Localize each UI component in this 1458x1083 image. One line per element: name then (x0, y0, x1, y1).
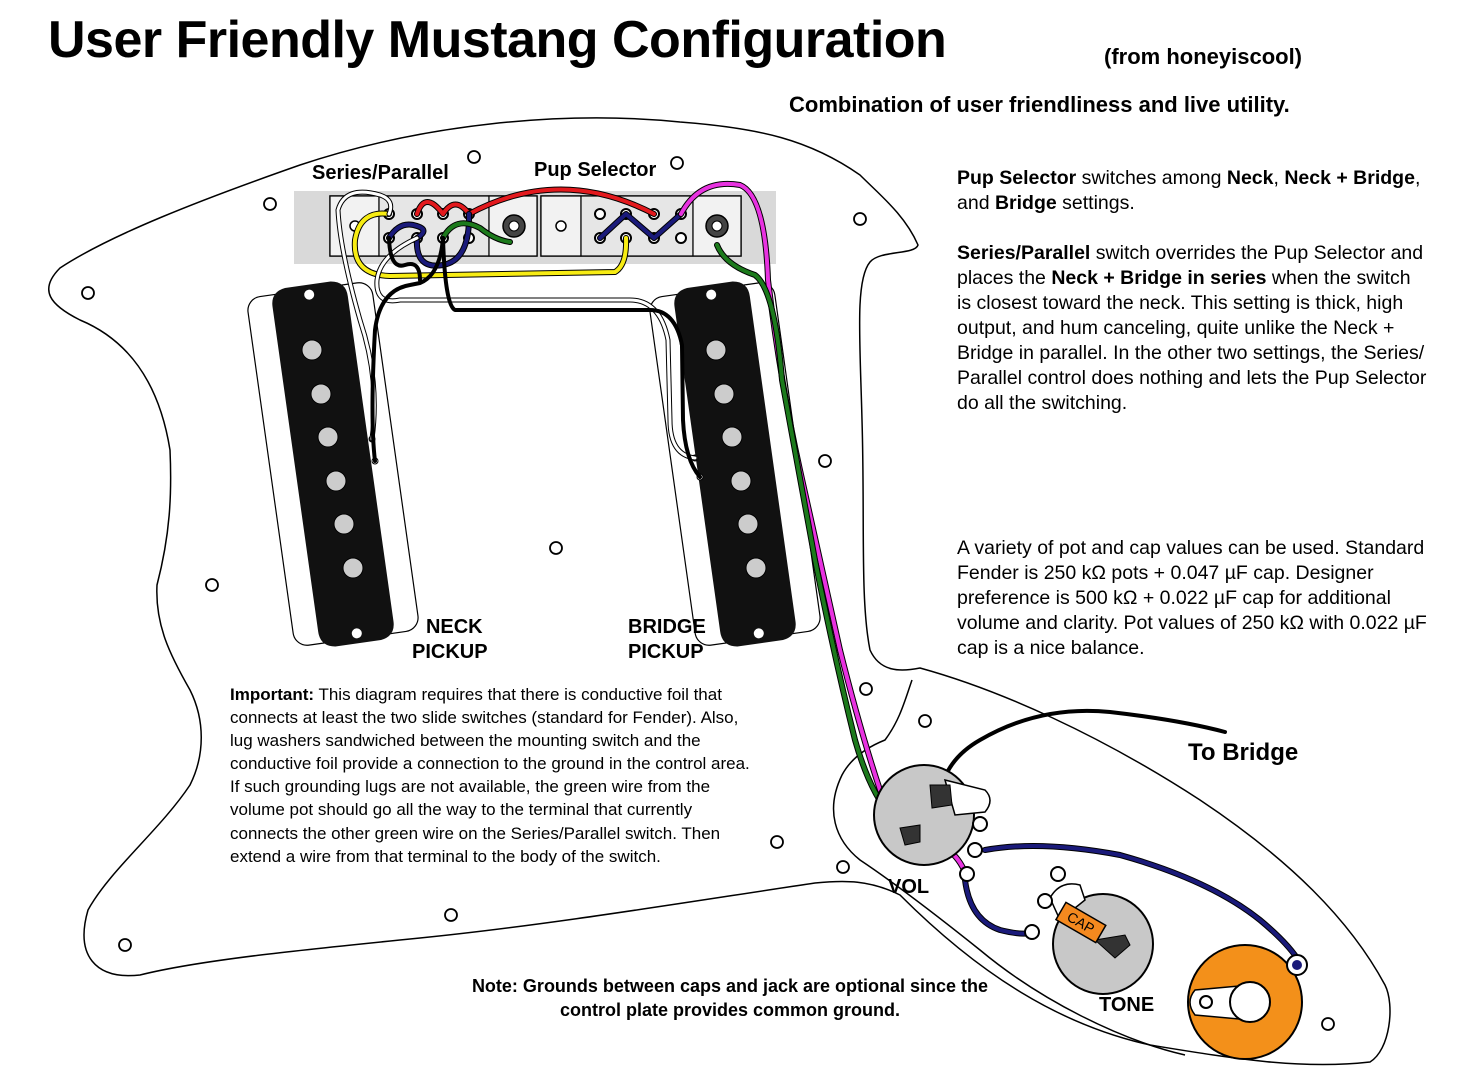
screw-hole (263, 197, 277, 211)
wires (335, 180, 1303, 966)
blue-wire (598, 212, 683, 240)
red-wire (415, 187, 656, 216)
volume-pot (873, 764, 991, 882)
screw-hole (1321, 1017, 1335, 1031)
screw-hole (670, 156, 684, 170)
credit-text: (from honeyiscool) (1104, 44, 1303, 69)
series-parallel-description: Series/Parallel switch overrides the Pup… (957, 242, 1427, 414)
pot-cap-values-description: A variety of pot and cap values can be u… (957, 537, 1427, 659)
neck-pickup-label-line1: NECK (425, 616, 483, 638)
tone-label: TONE (1099, 994, 1155, 1016)
screw-hole (859, 682, 873, 696)
neck-pickup-label-line2: PICKUP (412, 641, 488, 663)
ground-note: Note: Grounds between caps and jack are … (471, 976, 989, 1020)
yellow-wire (352, 211, 629, 278)
green-wire (715, 243, 909, 832)
page-title: User Friendly Mustang Configuration (48, 11, 947, 69)
screw-hole (818, 454, 832, 468)
to-bridge-label: To Bridge (1188, 739, 1299, 766)
screw-hole (81, 286, 95, 300)
blue-wire (983, 844, 1302, 965)
blue-wire (963, 878, 1032, 936)
tone-pot: CAP (1024, 866, 1154, 995)
bridge-pickup-label: BRIDGE PICKUP (628, 615, 706, 665)
bridge-pickup (649, 281, 821, 647)
green-wire (441, 221, 512, 244)
screw-hole (118, 938, 132, 952)
screw-hole (836, 860, 850, 874)
black-wire (938, 708, 1227, 797)
black-wire (370, 236, 445, 463)
control-plate-outline (832, 679, 1186, 1056)
series-parallel-label: Series/Parallel (312, 162, 449, 184)
output-jack (1187, 944, 1308, 1060)
screw-hole (444, 908, 458, 922)
screw-hole (853, 212, 867, 226)
screw-hole (467, 150, 481, 164)
subtitle: Combination of user friendliness and liv… (789, 92, 1290, 117)
black-wire (441, 236, 702, 479)
pup-selector-label: Pup Selector (534, 159, 657, 181)
screw-hole (549, 541, 563, 555)
important-note: Important: This diagram requires that th… (230, 685, 750, 866)
black-wire (387, 236, 422, 282)
bridge-pickup-label-line2: PICKUP (628, 641, 704, 663)
selector-description: Pup Selector switches among Neck, Neck +… (957, 167, 1421, 214)
white-wire (375, 236, 697, 460)
neck-pickup-label: NECK PICKUP (412, 615, 488, 665)
bridge-pickup-label-line1: BRIDGE (628, 616, 706, 638)
tone-capacitor (1054, 901, 1107, 944)
screw-hole (918, 714, 932, 728)
screw-holes (81, 150, 1335, 1031)
screw-hole (770, 835, 784, 849)
screw-hole (205, 578, 219, 592)
vol-label: VOL (888, 876, 930, 898)
